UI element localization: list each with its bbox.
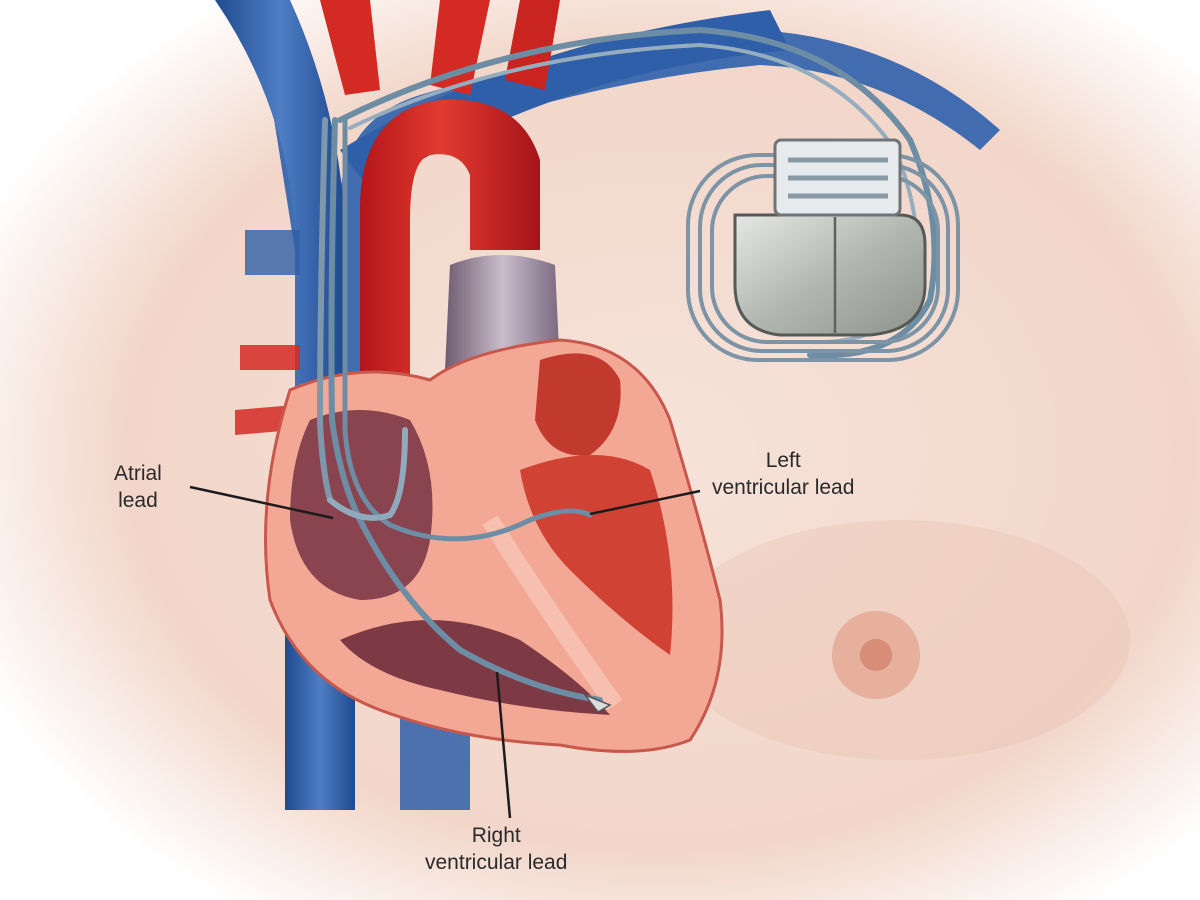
right-ventricular-lead-label: Right ventricular lead xyxy=(425,822,567,876)
atrial-lead-label-line2: lead xyxy=(118,489,158,512)
left-ventricular-lead-pointer xyxy=(589,489,701,516)
left-ventricular-lead-label-line2: ventricular lead xyxy=(712,476,855,499)
atrial-lead-pointer xyxy=(189,485,334,520)
left-ventricular-lead-label: Left ventricular lead xyxy=(712,447,854,501)
right-ventricular-lead-pointer xyxy=(495,671,512,819)
atrial-lead-label-line1: Atrial xyxy=(114,462,162,485)
nipple xyxy=(832,611,920,699)
atrial-lead-label: Atrial lead xyxy=(114,460,162,514)
right-ventricular-lead-label-line1: Right xyxy=(471,824,521,847)
lead-tip xyxy=(582,693,612,713)
callout-lines xyxy=(189,485,701,819)
aorta xyxy=(235,0,560,435)
right-atrium xyxy=(290,410,433,600)
right-ventricle xyxy=(340,620,610,715)
septum xyxy=(482,515,623,711)
right-ventricular-lead-label-line2: ventricular lead xyxy=(425,851,568,874)
pacemaker-device xyxy=(733,138,927,337)
left-ventricular-lead-label-line1: Left xyxy=(765,449,801,472)
left-atrium xyxy=(535,353,621,456)
